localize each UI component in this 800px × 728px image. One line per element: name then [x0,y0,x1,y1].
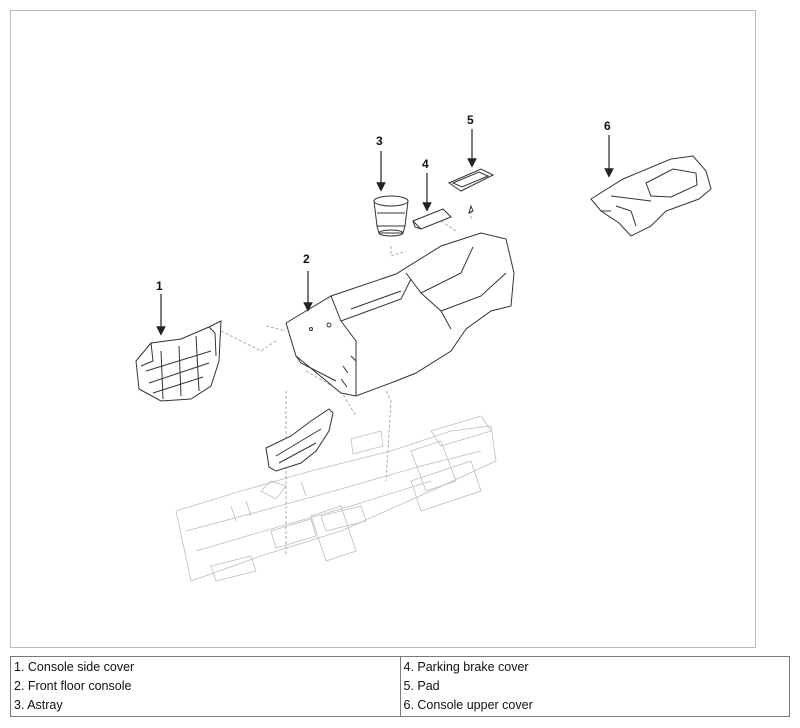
callout-3: 3 [376,134,383,148]
part-2-front-floor-console [285,232,515,397]
legend-column-right: 4. Parking brake cover 5. Pad 6. Console… [399,656,790,717]
part-6-console-upper-cover [590,155,712,237]
exploded-parts-diagram: 1 2 3 4 5 6 [135,113,712,582]
callout-arrows [156,129,614,336]
part-5-pad [447,168,495,214]
console-lower-trim-panel [265,408,334,472]
callout-6: 6 [604,119,611,133]
legend-column-left: 1. Console side cover 2. Front floor con… [10,656,401,717]
callout-1: 1 [156,279,163,293]
callout-5: 5 [467,113,474,127]
callout-4: 4 [422,157,429,171]
floor-mounting-assembly [175,415,497,582]
callout-2: 2 [303,252,310,266]
diagram-frame: 1 2 3 4 5 6 [10,10,756,648]
legend-item-2: 2. Front floor console [14,679,132,693]
part-1-console-side-cover [135,320,222,402]
parts-legend-table: 1. Console side cover 2. Front floor con… [10,656,790,717]
part-3-ashtray [373,195,409,237]
legend-item-5: 5. Pad [403,679,440,693]
legend-row: 1. Console side cover 2. Front floor con… [10,656,790,717]
part-4-parking-brake-cover [412,208,452,230]
legend-item-3: 3. Astray [14,698,63,712]
legend-item-4: 4. Parking brake cover [403,660,529,674]
legend-item-1: 1. Console side cover [14,660,135,674]
legend-item-6: 6. Console upper cover [403,698,533,712]
